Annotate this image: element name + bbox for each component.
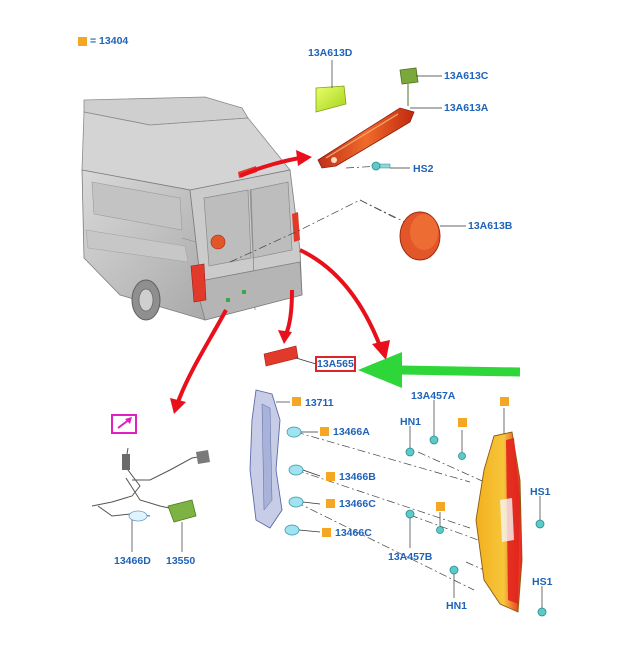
high-mount-stop-lamp (317, 107, 415, 169)
callout-hn1-top[interactable]: HN1 (400, 416, 422, 428)
module-13550 (167, 499, 197, 523)
van-rear-view (81, 96, 303, 321)
cutaway-view-icon (111, 414, 137, 434)
round-lamp-13a613b (399, 211, 441, 261)
callout-13466b[interactable]: 13466B (339, 471, 376, 483)
legend-marker (78, 36, 87, 46)
legend-text: = 13404 (90, 35, 129, 47)
screw-hs2 (371, 161, 391, 171)
pointer-arrowheads (170, 150, 390, 414)
callout-hs2[interactable]: HS2 (413, 163, 434, 175)
callout-13550[interactable]: 13550 (166, 555, 196, 567)
lamp-connector (399, 67, 419, 106)
callout-13711[interactable]: 13711 (305, 397, 334, 409)
marker-fastener-bottom (436, 502, 445, 511)
callout-13a613d[interactable]: 13A613D (308, 47, 353, 59)
marker-13466b (326, 472, 335, 481)
callout-13466c-2[interactable]: 13466C (335, 527, 372, 539)
callout-hs1-bottom[interactable]: HS1 (532, 576, 553, 588)
callout-13466a[interactable]: 13466A (333, 426, 370, 438)
stop-lamp-lens-cap (315, 85, 347, 113)
harness-connector (122, 454, 130, 470)
marker-fastener-top (458, 418, 467, 427)
fasteners (405, 435, 547, 617)
bulb-holder-13466d (128, 510, 148, 522)
marker-13466c-2 (322, 528, 331, 537)
marker-13466c-1 (326, 499, 335, 508)
callout-13466c-1[interactable]: 13466C (339, 498, 376, 510)
callout-leaders (131, 60, 543, 608)
marker-13466a (320, 427, 329, 436)
callout-13a457b[interactable]: 13A457B (388, 551, 433, 563)
lamp-bracket-13711 (249, 389, 283, 529)
focus-arrow (358, 352, 521, 388)
bulb-holders (284, 426, 304, 536)
callout-13466d[interactable]: 13466D (114, 555, 151, 567)
marker-tail-lamp (500, 397, 509, 406)
callout-13a613a[interactable]: 13A613A (444, 102, 489, 114)
callout-13a457a[interactable]: 13A457A (411, 390, 456, 402)
callout-13a613c[interactable]: 13A613C (444, 70, 489, 82)
licence-lamp-13a565 (263, 345, 299, 367)
callout-hs1-top[interactable]: HS1 (530, 486, 551, 498)
callout-13a565[interactable]: 13A565 (315, 356, 356, 372)
harness-plug (196, 450, 210, 464)
marker-13711 (292, 397, 301, 406)
rear-tail-lamp (475, 431, 523, 613)
callout-13a613b[interactable]: 13A613B (468, 220, 513, 232)
legend: = 13404 (78, 35, 128, 47)
callout-hn1-bottom[interactable]: HN1 (446, 600, 468, 612)
